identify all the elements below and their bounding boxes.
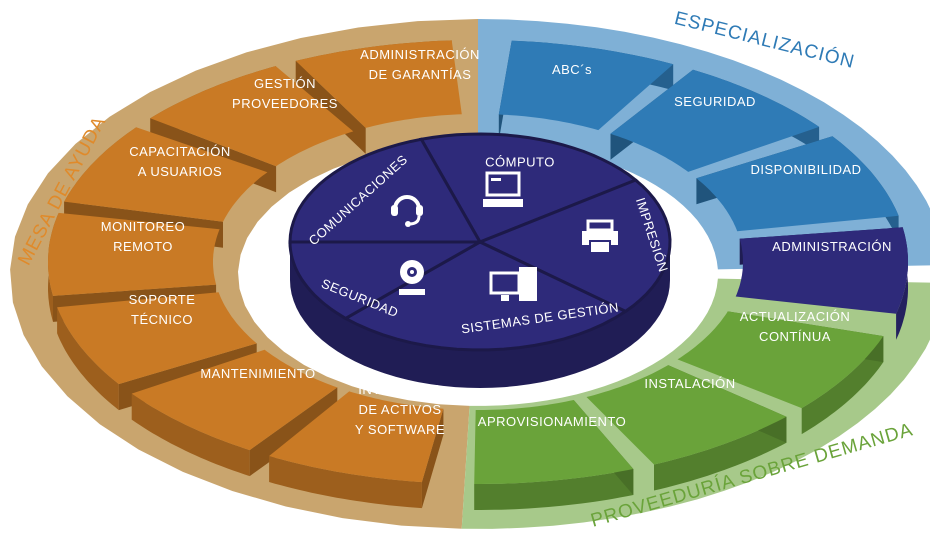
segment-block-mesa-end — [421, 408, 444, 509]
headset-icon — [391, 195, 423, 227]
segment-block-mesa — [57, 292, 257, 385]
segment-block-proveeduria-side — [654, 416, 787, 491]
segment-block-especializacion — [610, 69, 820, 172]
segment-block-proveeduria-side — [474, 469, 634, 510]
segment-block-mesa — [48, 212, 220, 296]
segment-instalacion: INSTALACIÓN — [644, 376, 736, 391]
core-computo: CÓMPUTO — [485, 154, 555, 170]
segment-block-mesa — [150, 66, 354, 167]
core-wedge-3 — [288, 240, 486, 321]
segment-block-especializacion — [735, 227, 908, 314]
segment-aprovisionamiento: APROVISIONAMIENTO — [477, 414, 627, 429]
segment-block-especializacion — [498, 40, 674, 131]
segment-seguridad-esp: SEGURIDAD — [674, 94, 756, 109]
segment-administracion: ADMINISTRACIÓN — [772, 239, 892, 254]
segment-block-proveeduria-side — [801, 336, 884, 435]
segment-soporte-tecnico: SOPORTE TÉCNICO — [128, 292, 196, 327]
segment-monitoreo-remoto: MONITOREO REMOTO — [100, 219, 186, 254]
core-wedge-1 — [476, 178, 672, 314]
printer-icon — [582, 219, 618, 254]
segment-capacitacion: CAPACITACIÓN A USUARIOS — [129, 144, 231, 179]
core-wedge-2 — [342, 240, 629, 352]
segment-mantenimiento: MANTENIMIENTO — [200, 366, 316, 381]
segment-block-mesa-side — [57, 307, 119, 411]
core-wedge-4 — [288, 137, 483, 244]
segment-block-mesa — [131, 349, 338, 451]
segment-block-proveeduria — [474, 400, 634, 484]
segment-inventario: INVENTARIO DE ACTIVOS Y SOFTWARE — [354, 382, 446, 437]
segment-gestion-proveedores: GESTIÓN PROVEEDORES — [232, 76, 338, 111]
segment-block-mesa-side — [131, 393, 250, 477]
segment-block-mesa — [64, 127, 268, 222]
computer-icon — [483, 171, 523, 207]
segment-actualizacion: ACTUALIZACIÓN CONTÍNUA — [739, 309, 851, 344]
segment-block-mesa-end — [249, 387, 338, 477]
webcam-icon — [399, 260, 425, 295]
segment-block-mesa — [295, 40, 462, 128]
segment-abcs: ABC´s — [551, 62, 593, 77]
core-pie-side — [290, 242, 670, 388]
segment-block-proveeduria — [586, 365, 787, 465]
segment-block-proveeduria — [677, 311, 884, 409]
segment-block-mesa — [269, 391, 444, 483]
workstation-icon — [489, 267, 537, 301]
segment-disponibilidad: DISPONIBILIDAD — [750, 162, 862, 177]
core-wedge-0 — [418, 132, 639, 244]
segment-block-mesa-side — [269, 456, 422, 509]
segment-block-especializacion — [696, 136, 899, 232]
segment-administracion-garantias: ADMINISTRACIÓN DE GARANTÍAS — [360, 47, 480, 82]
